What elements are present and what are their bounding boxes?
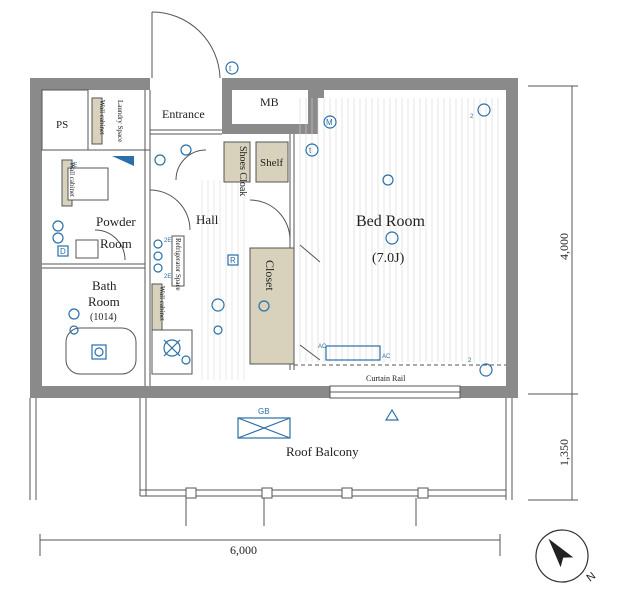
closet-label: Closet [263,260,277,291]
hall-label: Hall [196,212,219,227]
r-symbol: R [230,256,236,265]
powder-room-label-2: Room [100,236,132,251]
dimension-height-balcony: 1,350 [557,439,571,466]
two-symbol-1: 2 [470,114,474,120]
bed-size-label: (7.0J) [372,251,405,266]
shelf-label: Shelf [260,157,284,169]
roof-balcony-label: Roof Balcony [286,444,359,459]
powder-room-label-1: Powder [96,214,136,229]
refrigerator-label: Refrigerator Space [174,238,182,291]
shoes-cloak-label: Shoes Cloak [237,146,248,196]
bedroom-floor [299,98,499,362]
window [329,385,461,399]
gb-symbol: GB [258,407,270,416]
bath-room-label-1: Bath [92,278,117,293]
walls [30,78,518,398]
t-symbol-1: t [229,64,232,73]
wall-cabinet-label-1: Wall cabinet [98,100,106,135]
compass-label: N [584,570,598,584]
two-symbol-2: 2 [468,358,472,364]
bed-room-label: Bed Room [356,213,425,230]
d-symbol: D [60,247,66,256]
storage [61,97,295,365]
symbol-letters: t t M R D AC AC GB 2 2 1E 2E 2E [60,64,474,416]
ac-symbol-2: AC [382,354,391,360]
service-symbols [52,61,493,439]
entrance-label: Entrance [162,107,205,121]
two-e-symbol-1: 2E [164,238,171,244]
ps-label: PS [56,119,68,131]
wall-cabinet-label-3: Wall cabinet [158,286,166,321]
mb-label: MB [260,95,279,109]
laundry-label: Laundry Space [116,100,124,142]
curtain-rail-label: Curtain Rail [366,374,406,383]
doors [94,11,321,361]
ie-symbol: 1E [70,163,77,169]
bath-size-label: (1014) [90,312,117,323]
dimension-lines [39,85,578,556]
ac-symbol-1: AC [318,344,327,350]
hall-floor [201,180,245,380]
dimension-width: 6,000 [230,543,257,557]
two-e-symbol-2: 2E [164,274,171,280]
compass-icon [535,529,589,583]
kitchen [151,329,193,375]
bath-fixtures [65,167,137,375]
balcony [29,398,513,526]
dimension-height-room: 4,000 [557,233,571,260]
m-symbol: M [326,118,333,127]
wall-cabinet-label-2: Wall cabinet [68,162,76,197]
bath-room-label-2: Room [88,294,120,309]
t-symbol-2: t [309,146,312,155]
